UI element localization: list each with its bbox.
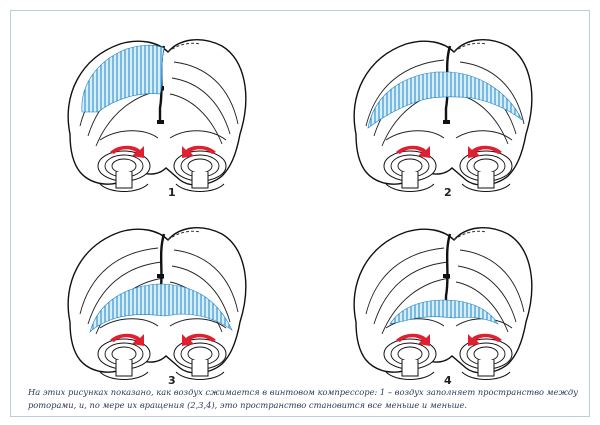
air-pocket-2 bbox=[367, 71, 523, 129]
figure-caption: На этих рисунках показано, как воздух сж… bbox=[28, 387, 578, 410]
compressor-diagram-3 bbox=[66, 226, 247, 381]
air-pocket-3 bbox=[89, 283, 233, 334]
compressor-diagram-4 bbox=[352, 226, 533, 381]
panel-number-3: 3 bbox=[168, 374, 176, 387]
panel-stage-1: 1 bbox=[40, 16, 260, 206]
air-pocket-1 bbox=[81, 44, 165, 113]
panel-stage-2: 2 bbox=[326, 16, 546, 206]
figure-frame bbox=[10, 10, 590, 417]
compressor-diagram-1 bbox=[66, 38, 247, 193]
air-pocket-4 bbox=[389, 299, 499, 325]
panel-number-1: 1 bbox=[168, 186, 176, 199]
panel-number-4: 4 bbox=[444, 374, 452, 387]
panel-stage-4: 4 bbox=[326, 204, 546, 394]
panel-stage-3: 3 bbox=[40, 204, 260, 394]
panel-number-2: 2 bbox=[444, 186, 452, 199]
compressor-diagram-2 bbox=[352, 38, 533, 193]
